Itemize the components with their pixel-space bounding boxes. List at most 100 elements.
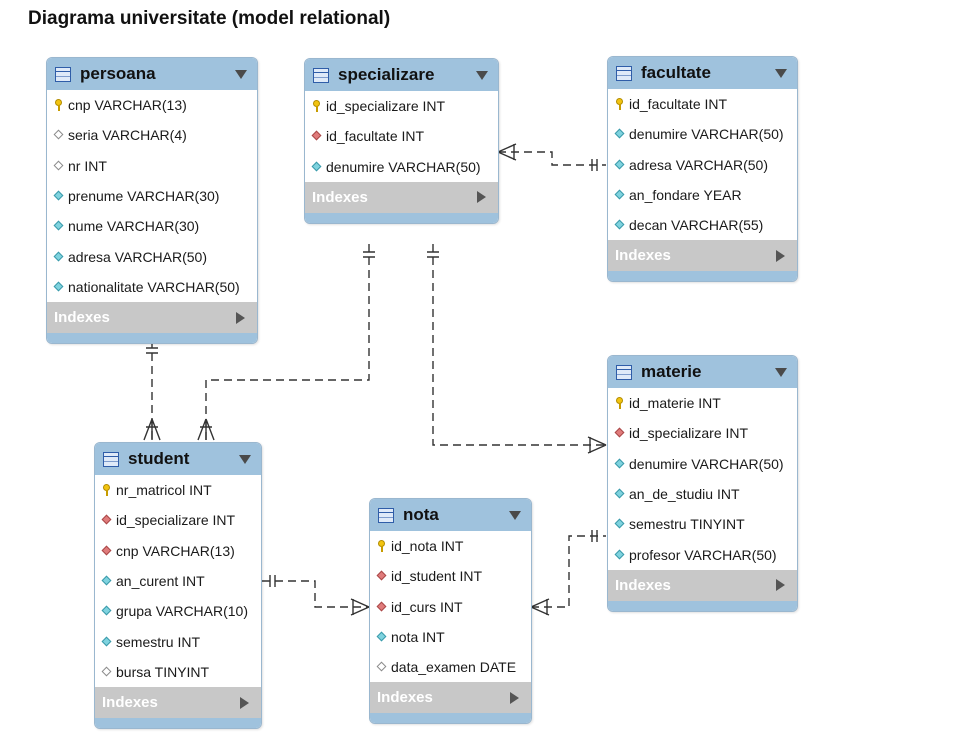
field-text: id_student INT	[391, 568, 483, 585]
field-row[interactable]: adresa VARCHAR(50)	[47, 241, 257, 271]
field-text: decan VARCHAR(55)	[629, 217, 764, 234]
field-row[interactable]: semestru TINYINT	[608, 509, 797, 539]
table-header[interactable]: student	[95, 443, 261, 475]
indexes-section[interactable]: Indexes	[370, 682, 531, 714]
column-icon	[615, 128, 625, 140]
field-text: denumire VARCHAR(50)	[629, 126, 784, 143]
field-text: nume VARCHAR(30)	[68, 218, 200, 235]
field-text: semestru TINYINT	[629, 516, 745, 533]
table-header[interactable]: persoana	[47, 58, 257, 90]
field-text: nota INT	[391, 629, 445, 646]
field-row[interactable]: an_de_studiu INT	[608, 479, 797, 509]
field-row[interactable]: cnp VARCHAR(13)	[95, 536, 261, 566]
field-row[interactable]: id_student INT	[370, 561, 531, 591]
field-row[interactable]: bursa TINYINT	[95, 657, 261, 687]
nullable-column-icon	[102, 666, 112, 678]
field-row[interactable]: data_examen DATE	[370, 652, 531, 682]
column-icon	[54, 190, 64, 202]
foreign-key-icon	[615, 427, 625, 439]
table-header[interactable]: nota	[370, 499, 531, 531]
table-nota[interactable]: nota id_nota INT id_student INT id_curs IN…	[369, 498, 532, 725]
column-icon	[54, 220, 64, 232]
field-row[interactable]: id_specializare INT	[608, 418, 797, 448]
field-text: nr INT	[68, 157, 107, 174]
field-row[interactable]: nationalitate VARCHAR(50)	[47, 272, 257, 302]
indexes-section[interactable]: Indexes	[608, 569, 797, 601]
field-row[interactable]: id_facultate INT	[608, 89, 797, 119]
expand-arrow-icon[interactable]	[240, 696, 249, 709]
collapse-arrow-icon[interactable]	[239, 454, 251, 464]
collapse-arrow-icon[interactable]	[509, 510, 521, 520]
primary-key-icon	[377, 540, 387, 553]
field-row[interactable]: seria VARCHAR(4)	[47, 120, 257, 150]
field-row[interactable]: grupa VARCHAR(10)	[95, 596, 261, 626]
table-footer	[47, 333, 257, 344]
expand-arrow-icon[interactable]	[510, 691, 519, 704]
table-facultate[interactable]: facultate id_facultate INT denumire VARCH…	[607, 56, 798, 283]
field-row[interactable]: id_nota INT	[370, 531, 531, 561]
field-text: prenume VARCHAR(30)	[68, 188, 220, 205]
indexes-section[interactable]: Indexes	[47, 302, 257, 334]
table-name: facultate	[641, 63, 711, 82]
foreign-key-icon	[102, 545, 112, 557]
field-row[interactable]: adresa VARCHAR(50)	[608, 150, 797, 180]
link-student-nota	[262, 580, 369, 608]
field-row[interactable]: denumire VARCHAR(50)	[305, 152, 498, 182]
expand-arrow-icon[interactable]	[477, 191, 486, 204]
field-text: id_nota INT	[391, 538, 464, 555]
indexes-section[interactable]: Indexes	[608, 240, 797, 272]
table-materie[interactable]: materie id_materie INT id_specializare IN…	[607, 355, 798, 612]
primary-key-icon	[312, 100, 322, 113]
table-footer	[370, 713, 531, 724]
column-icon	[615, 518, 625, 530]
table-footer	[608, 271, 797, 282]
table-specializare[interactable]: specializare id_specializare INT id_facul…	[304, 58, 499, 224]
column-icon	[615, 159, 625, 171]
field-list: id_nota INT id_student INT id_curs INT nota…	[370, 531, 531, 682]
field-row[interactable]: denumire VARCHAR(50)	[608, 119, 797, 149]
collapse-arrow-icon[interactable]	[775, 367, 787, 377]
field-row[interactable]: cnp VARCHAR(13)	[47, 90, 257, 120]
indexes-label: Indexes	[54, 309, 110, 327]
indexes-section[interactable]: Indexes	[305, 181, 498, 213]
field-row[interactable]: id_facultate INT	[305, 121, 498, 151]
field-text: grupa VARCHAR(10)	[116, 603, 249, 620]
collapse-arrow-icon[interactable]	[476, 70, 488, 80]
field-row[interactable]: profesor VARCHAR(50)	[608, 539, 797, 569]
field-row[interactable]: nume VARCHAR(30)	[47, 211, 257, 241]
field-row[interactable]: nota INT	[370, 622, 531, 652]
table-icon	[378, 507, 394, 523]
field-row[interactable]: id_specializare INT	[95, 505, 261, 535]
collapse-arrow-icon[interactable]	[775, 68, 787, 78]
field-text: bursa TINYINT	[116, 663, 210, 680]
field-text: an_curent INT	[116, 573, 205, 590]
table-persoana[interactable]: persoana cnp VARCHAR(13)seria VARCHAR(4)…	[46, 57, 258, 345]
field-row[interactable]: id_materie INT	[608, 388, 797, 418]
table-header[interactable]: materie	[608, 356, 797, 388]
field-row[interactable]: an_fondare YEAR	[608, 180, 797, 210]
table-header[interactable]: facultate	[608, 57, 797, 89]
field-row[interactable]: nr INT	[47, 151, 257, 181]
field-text: id_materie INT	[629, 395, 721, 412]
field-row[interactable]: id_specializare INT	[305, 91, 498, 121]
table-icon	[103, 451, 119, 467]
expand-arrow-icon[interactable]	[776, 579, 785, 592]
table-header[interactable]: specializare	[305, 59, 498, 91]
field-row[interactable]: denumire VARCHAR(50)	[608, 449, 797, 479]
collapse-arrow-icon[interactable]	[235, 69, 247, 79]
field-row[interactable]: nr_matricol INT	[95, 475, 261, 505]
field-row[interactable]: id_curs INT	[370, 592, 531, 622]
column-icon	[102, 636, 112, 648]
field-row[interactable]: decan VARCHAR(55)	[608, 210, 797, 240]
expand-arrow-icon[interactable]	[776, 249, 785, 262]
field-row[interactable]: semestru INT	[95, 626, 261, 656]
indexes-label: Indexes	[312, 188, 368, 206]
indexes-section[interactable]: Indexes	[95, 687, 261, 719]
field-row[interactable]: an_curent INT	[95, 566, 261, 596]
foreign-key-icon	[312, 130, 322, 142]
field-text: id_specializare INT	[326, 98, 446, 115]
expand-arrow-icon[interactable]	[236, 311, 245, 324]
field-row[interactable]: prenume VARCHAR(30)	[47, 181, 257, 211]
